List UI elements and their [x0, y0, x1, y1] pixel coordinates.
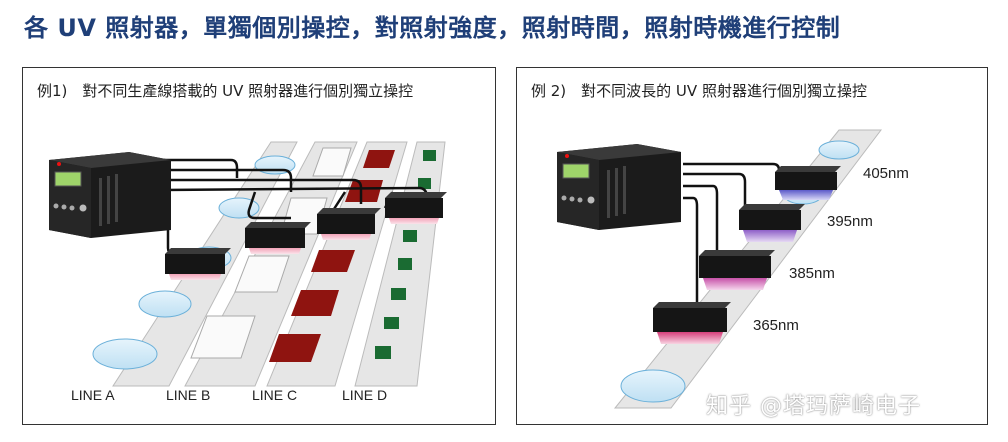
chip-d2 — [418, 178, 431, 189]
panel-c1 — [363, 150, 395, 168]
uv-head-line-c — [317, 208, 381, 240]
lens-a5 — [92, 338, 158, 370]
production-lines-diagram: LINE A LINE B LINE C LINE D — [49, 141, 447, 403]
line-b-label: LINE B — [166, 387, 210, 403]
example-1-title: 例1) 對不同生產線搭載的 UV 照射器進行個別獨立操控 — [37, 82, 414, 100]
plate-b1 — [312, 147, 352, 177]
lens-3 — [620, 369, 686, 403]
wavelength-diagram: 405nm 395nm 385nm 365nm — [557, 129, 909, 409]
uv-head-line-d — [385, 192, 447, 224]
uv-head-line-a — [165, 248, 231, 280]
lens-a4 — [138, 290, 192, 318]
line-d-label: LINE D — [342, 387, 387, 403]
uv-head-365nm — [653, 302, 731, 344]
watermark: 知乎 @塔玛萨崎电子 — [706, 394, 921, 419]
line-a-label: LINE A — [71, 387, 115, 403]
wavelength-405-label: 405nm — [863, 165, 909, 182]
chip-d5 — [391, 288, 406, 300]
lens-1 — [818, 140, 860, 160]
plate-b3 — [234, 255, 290, 293]
uv-head-405nm — [775, 166, 841, 200]
line-c-label: LINE C — [252, 387, 297, 403]
wavelength-385-label: 385nm — [789, 265, 835, 282]
chip-d6 — [384, 317, 399, 329]
wavelength-395-label: 395nm — [827, 213, 873, 230]
chip-d1 — [423, 150, 436, 161]
panel-c4 — [291, 290, 339, 316]
chip-d7 — [375, 346, 391, 359]
uv-head-395nm — [739, 204, 805, 242]
panel-c3 — [311, 250, 355, 272]
uv-head-line-b — [245, 222, 311, 254]
uv-head-385nm — [699, 250, 775, 290]
panel-c2 — [345, 180, 383, 202]
example-2-title: 例 2) 對不同波長的 UV 照射器進行個別獨立操控 — [531, 82, 867, 100]
wavelength-365-label: 365nm — [753, 317, 799, 334]
panel-c5 — [269, 334, 321, 362]
example-1-panel: 例1) 對不同生產線搭載的 UV 照射器進行個別獨立操控 — [22, 67, 496, 425]
example-2-panel: 例 2) 對不同波長的 UV 照射器進行個別獨立操控 — [516, 67, 988, 425]
controller-unit — [49, 152, 171, 238]
chip-d3 — [403, 230, 417, 242]
page-title: 各 UV 照射器，單獨個別操控，對照射強度，照射時間，照射時機進行控制 — [24, 14, 841, 42]
plate-b4 — [190, 315, 256, 359]
controller-unit — [557, 144, 681, 230]
chip-d4 — [398, 258, 412, 270]
